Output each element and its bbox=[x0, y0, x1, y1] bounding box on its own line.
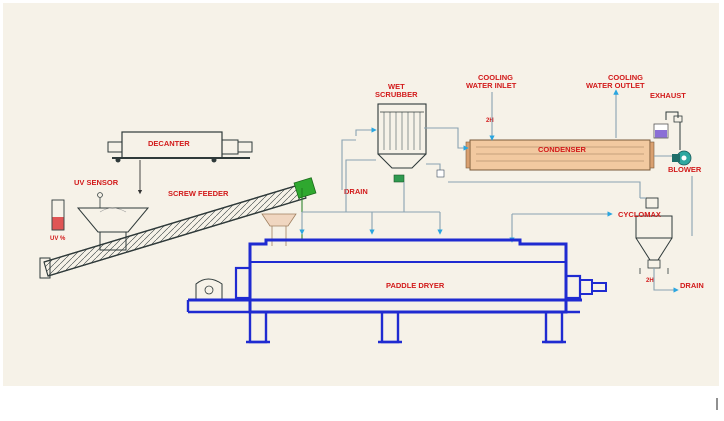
condenser: CONDENSER bbox=[465, 139, 655, 171]
exhaust-stack bbox=[653, 111, 683, 150]
cooling-outlet-label-line1: COOLING bbox=[608, 73, 643, 82]
dryer-base-frame bbox=[186, 298, 582, 344]
uv-sensor: UV SENSOR UV % bbox=[50, 178, 119, 242]
dryer-drive-motor bbox=[195, 278, 223, 301]
diagram-background bbox=[3, 3, 719, 386]
wet-scrubber-label-line2: SCRUBBER bbox=[375, 90, 418, 99]
blower-label: BLOWER bbox=[668, 165, 702, 174]
cyclone: 2H bbox=[635, 197, 673, 284]
wet-scrubber: WET SCRUBBER bbox=[375, 82, 427, 183]
paddle-dryer-label: PADDLE DRYER bbox=[386, 281, 445, 290]
bottom-margin bbox=[0, 386, 724, 416]
drain-right-label: DRAIN bbox=[680, 281, 704, 290]
uv-sensor-label: UV SENSOR bbox=[74, 178, 119, 187]
screw-feeder bbox=[39, 177, 317, 279]
condenser-label: CONDENSER bbox=[538, 145, 587, 154]
decanter: DECANTER bbox=[107, 131, 253, 195]
inlet-tag: 2H bbox=[486, 118, 494, 124]
cooling-outlet-label-line2: WATER OUTLET bbox=[586, 81, 645, 90]
exhaust-label: EXHAUST bbox=[650, 91, 686, 100]
wet-scrubber-label-line1: WET bbox=[388, 82, 405, 91]
drain-left-label: DRAIN bbox=[344, 187, 368, 196]
screw-feeder-label: SCREW FEEDER bbox=[168, 189, 229, 198]
cyclone-tag: 2H bbox=[646, 278, 654, 284]
cooling-inlet-label-line2: WATER INLET bbox=[466, 81, 517, 90]
cooling-inlet-label-line1: COOLING bbox=[478, 73, 513, 82]
feeder-discharge-chute bbox=[261, 213, 297, 246]
vapor-piping bbox=[299, 127, 693, 293]
blower bbox=[672, 150, 692, 166]
decanter-label: DECANTER bbox=[148, 139, 190, 148]
uv-percent-label: UV % bbox=[50, 236, 66, 242]
cyclomax-label: CYCLOMAX bbox=[618, 210, 661, 219]
